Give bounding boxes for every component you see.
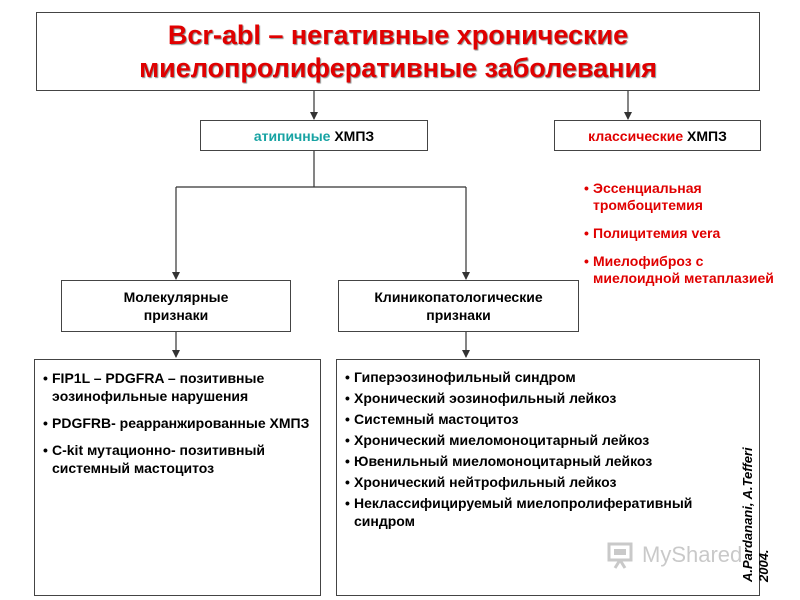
molecular-list-continuation: системный мастоцитоз — [52, 460, 215, 476]
clinical-list-item: •Неклассифицируемый миелопролиферативный… — [345, 495, 693, 529]
molecular-line-2: признаки — [143, 307, 209, 323]
clinical-list-item: •Хронический эозинофильный лейкоз — [345, 390, 617, 406]
clinical-line-2: признаки — [426, 307, 491, 323]
clinical-list-item: •Ювенильный миеломоноцитарный лейкоз — [345, 453, 653, 469]
clinical-line-1: Клинико­патологические — [374, 289, 543, 305]
molecular-list-box: •FIP1L – PDGFRA – позитивные эозинофильн… — [34, 359, 321, 596]
molecular-list-item: •FIP1L – PDGFRA – позитивные эозинофильн… — [43, 370, 265, 404]
citation: A.Pardanani, A.Tefferi 2004. — [740, 382, 772, 582]
citation-year: 2004. — [756, 549, 771, 582]
title-line-2: миелопролиферативные заболевания — [139, 52, 657, 83]
classic-box: классические ХМПЗ — [554, 120, 761, 151]
clinical-list-item: •Хронический миеломоноцитарный лейкоз — [345, 432, 650, 448]
classic-list-item: •Миелофиброз с миелоидной метаплазией — [584, 253, 774, 286]
watermark-text: MyShared — [642, 542, 743, 567]
clinical-list-box: •Гиперэозинофильный синдром •Хронический… — [336, 359, 760, 596]
title-line-1: Bcr-abl – негативные хронические — [167, 19, 629, 50]
molecular-line-1: Молекулярные — [123, 289, 229, 305]
classic-list-item: •Эссенциальная тромбоцитемия — [584, 180, 703, 213]
atypical-word: атипичные — [253, 127, 331, 144]
clinical-list-item: •Хронический нейтрофильный лейкоз — [345, 474, 617, 490]
clinical-list-item: •Гиперэозинофильный синдром — [345, 369, 576, 385]
presentation-board-icon — [607, 542, 633, 569]
atypical-box: атипичные ХМПЗ — [200, 120, 428, 151]
title-box: Bcr-abl – негативные хронические миелопр… — [36, 12, 760, 91]
classic-abbr: ХМПЗ — [687, 127, 727, 144]
molecular-list-item: •C-kit мутационно- позитивный — [43, 442, 266, 458]
watermark: MyShared — [606, 537, 746, 573]
classic-list-item: •Полицитемия vera — [584, 225, 721, 241]
molecular-list-item: •PDGFRB- реарранжированные ХМПЗ — [43, 415, 310, 431]
atypical-abbr: ХМПЗ — [334, 127, 375, 144]
classic-word: классические — [588, 127, 684, 144]
classic-list: •Эссенциальная тромбоцитемия •Полицитеми… — [584, 180, 784, 298]
clinical-list-item: •Системный мастоцитоз — [345, 411, 519, 427]
citation-authors: A.Pardanani, A.Tefferi — [740, 447, 755, 582]
clinical-box: Клинико­патологические признаки — [338, 280, 579, 332]
molecular-box: Молекулярные признаки — [61, 280, 291, 332]
